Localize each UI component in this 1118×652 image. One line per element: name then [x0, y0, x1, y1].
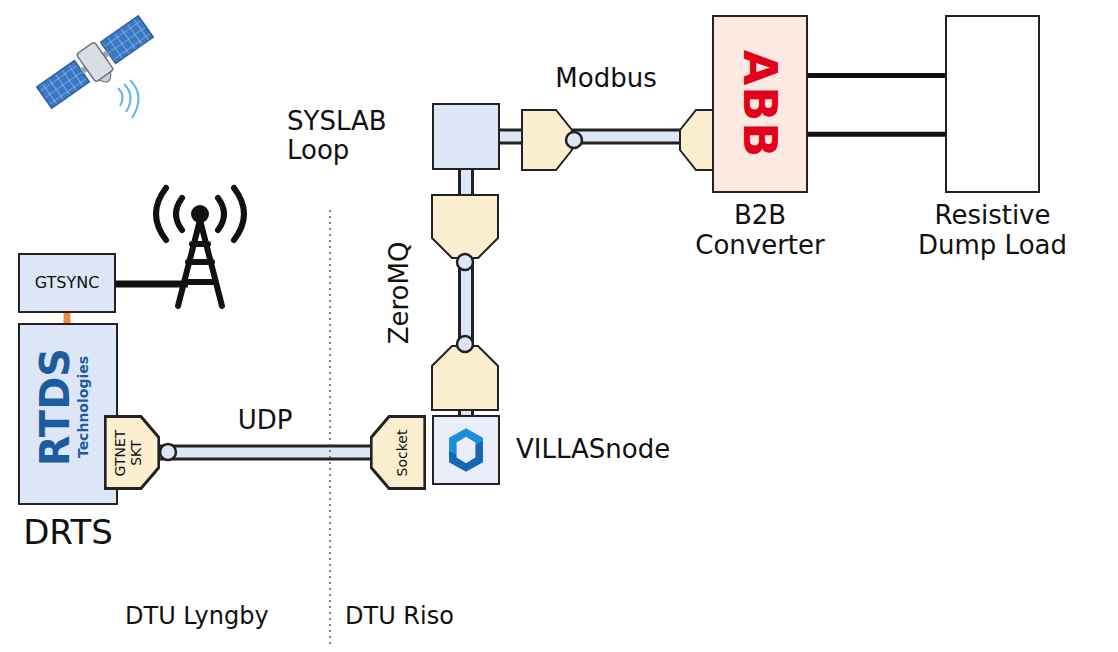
wire-line [808, 73, 945, 78]
device-name: VILLASnode [516, 435, 670, 465]
device-name: SYSLAB Loop [287, 107, 422, 167]
gateway-icon [434, 417, 498, 483]
interface-name: Socket [394, 420, 410, 486]
device-name: Resistive Dump Load [898, 201, 1088, 261]
connector-tab [432, 346, 498, 410]
pipe-end [566, 132, 582, 148]
simulator-box: RTDSTechnologiesDRTS [18, 323, 118, 505]
pipe-end [160, 444, 176, 460]
pipe-end [457, 254, 473, 270]
converter-box: ABBB2B Converter [712, 15, 808, 193]
pipe-outline [160, 445, 370, 461]
controller-box: SYSLAB Loop [432, 103, 500, 170]
interface-tab: GTNET SKT [104, 415, 160, 490]
power-wire [808, 75, 945, 76]
connector-tab [432, 195, 498, 258]
tab-shape [371, 417, 425, 489]
logo-text: RTDS [34, 348, 76, 466]
logo-shape [449, 442, 483, 472]
device-name: GTSYNC [35, 274, 100, 292]
site-boundary [329, 210, 331, 648]
satellite-icon [34, 13, 159, 117]
device-name: DRTS [0, 513, 138, 552]
device-name: B2B Converter [670, 201, 850, 261]
pipe-end [457, 336, 473, 352]
protocol-label: ZeroMQ [385, 241, 415, 344]
wire-line [808, 132, 945, 137]
gateway-box: VILLASnode [432, 415, 500, 485]
connector-tab [522, 110, 572, 170]
load-box: Resistive Dump Load [945, 15, 1040, 193]
protocol-label: Modbus [555, 64, 656, 94]
radio-tower [156, 188, 244, 306]
interface-name: GTNET SKT [111, 420, 143, 486]
antenna-cable [116, 281, 188, 288]
tab-shape [105, 417, 159, 489]
interface-tab: Socket [370, 415, 426, 490]
sync-line [64, 313, 71, 323]
satellite-dish [99, 72, 114, 85]
tower-tip [191, 205, 209, 223]
logo-text: Technologies [76, 348, 91, 466]
logo-mark: RTDSTechnologies [34, 348, 91, 466]
sync-link [67, 313, 68, 323]
pipe-fill [160, 448, 370, 458]
gtsync-box: GTSYNC [18, 253, 116, 313]
protocol-label: UDP [238, 406, 293, 436]
site-label: DTU Riso [345, 603, 454, 631]
connector-tab [680, 110, 714, 170]
solar-panel [37, 61, 90, 109]
data-pipe [160, 452, 370, 453]
power-wire [808, 134, 945, 135]
site-label: DTU Lyngby [125, 603, 269, 631]
solar-panel [101, 16, 154, 64]
logo-text: ABB [734, 50, 787, 159]
signal-waves [118, 80, 139, 118]
